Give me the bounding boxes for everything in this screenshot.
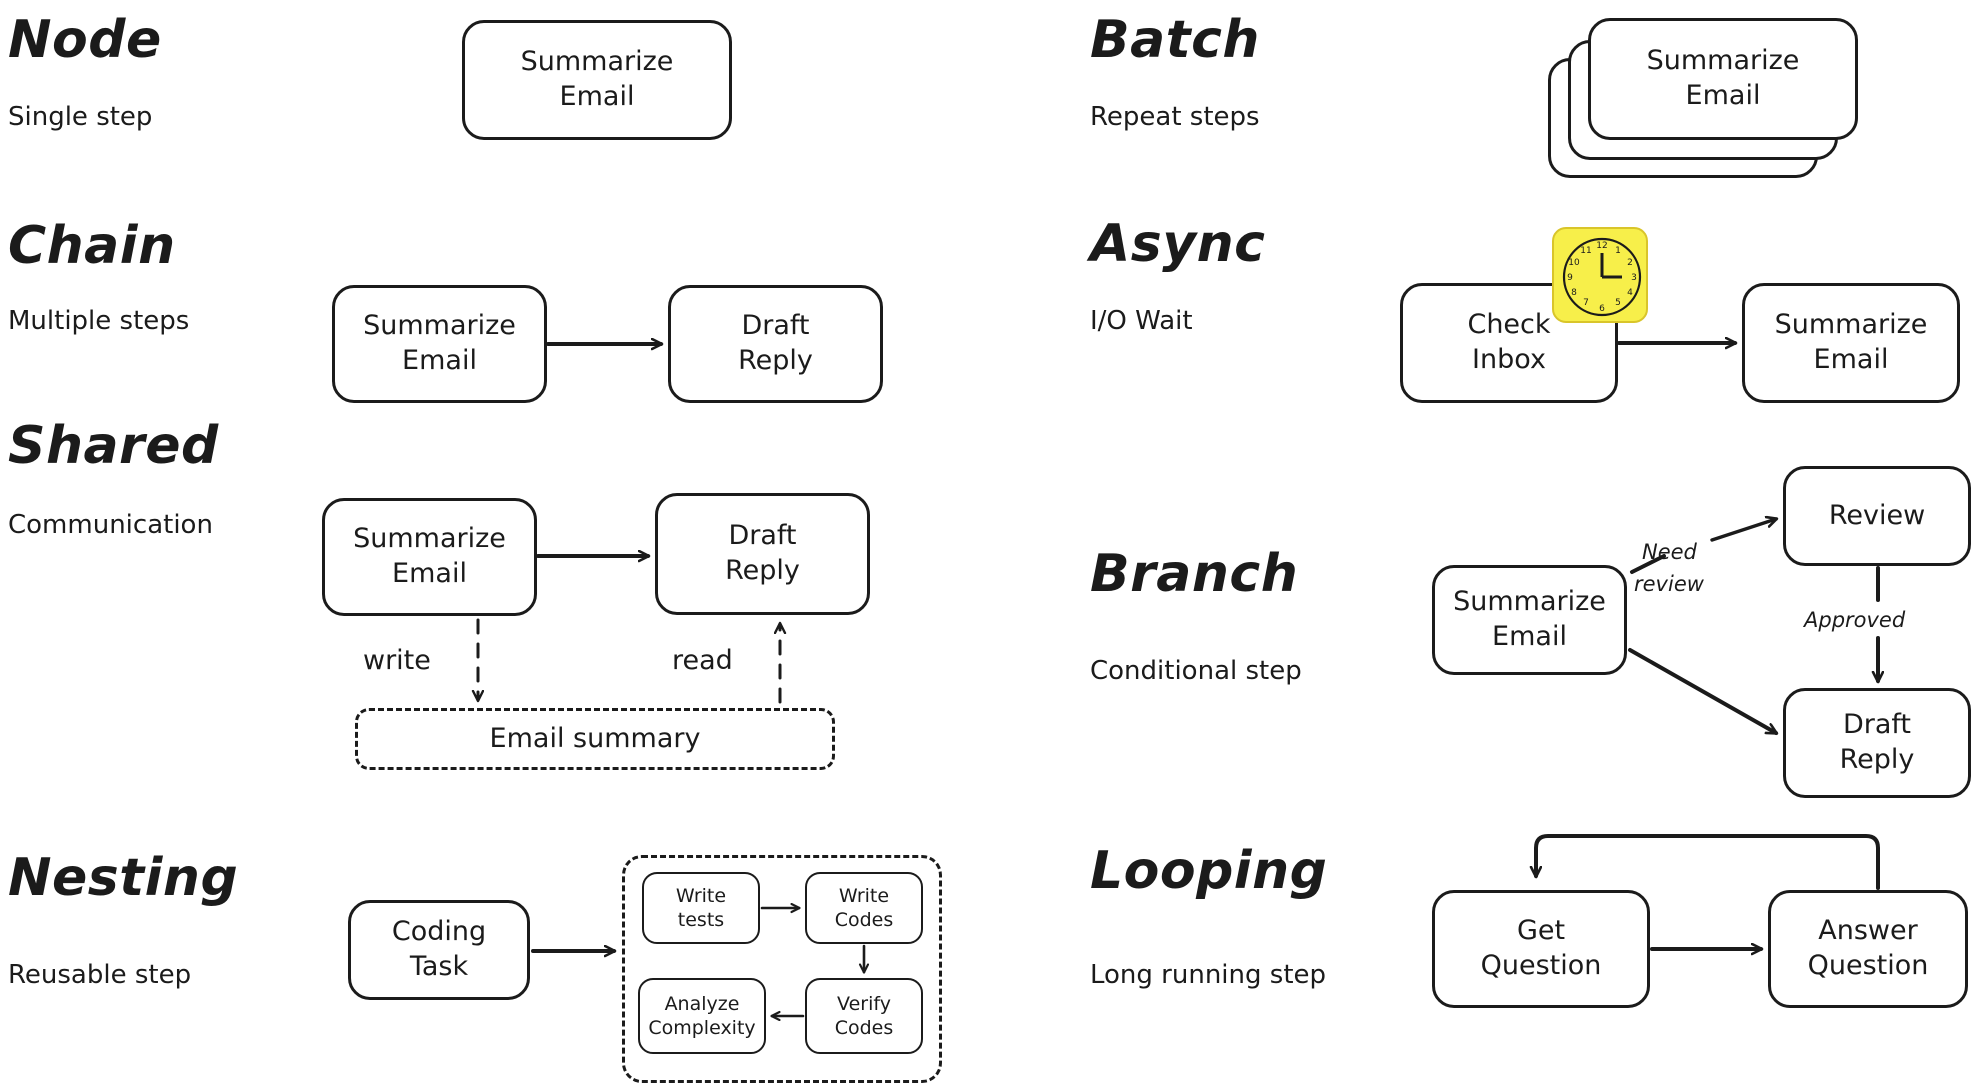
node-label-line1: Summarize xyxy=(363,310,516,342)
node-label-line1: Draft xyxy=(728,520,797,552)
node-label-line1: Email summary xyxy=(489,722,701,754)
node-label-line1: Draft xyxy=(741,310,810,342)
branch-node-draft-reply[interactable]: Draft Reply xyxy=(1783,688,1971,798)
nesting-node-coding-task[interactable]: Coding Task xyxy=(348,900,530,1000)
branch-node-summarize-email[interactable]: Summarize Email xyxy=(1432,565,1627,675)
nesting-node-analyze-complexity[interactable]: Analyze Complexity xyxy=(638,978,766,1054)
shared-store-email-summary[interactable]: Email summary xyxy=(355,708,835,770)
pattern-title-chain: Chain xyxy=(8,216,176,276)
pattern-title-branch: Branch xyxy=(1090,544,1299,604)
pattern-subtitle-async: I/O Wait xyxy=(1090,306,1193,336)
node-label-line2: tests xyxy=(677,909,725,931)
chain-node-draft-reply[interactable]: Draft Reply xyxy=(668,285,883,403)
nesting-node-verify-codes[interactable]: Verify Codes xyxy=(805,978,923,1054)
pattern-subtitle-branch: Conditional step xyxy=(1090,656,1302,686)
node-label-line1: Summarize xyxy=(1453,586,1606,618)
looping-node-answer-question[interactable]: Answer Question xyxy=(1768,890,1968,1008)
node-label-line1: Review xyxy=(1828,499,1926,531)
pattern-subtitle-chain: Multiple steps xyxy=(8,306,190,336)
node-label-line2: Reply xyxy=(738,345,813,376)
pattern-subtitle-node: Single step xyxy=(8,102,153,132)
node-label-line2: Reply xyxy=(1839,744,1915,775)
edge-label-approved: Approved xyxy=(1804,608,1906,632)
async-node-summarize-email[interactable]: Summarize Email xyxy=(1742,283,1960,403)
looping-node-get-question[interactable]: Get Question xyxy=(1432,890,1650,1008)
nesting-subflow-group xyxy=(622,855,942,1083)
node-label-line2: Email xyxy=(402,345,477,376)
node-label-line2: Question xyxy=(1807,950,1929,981)
node-label-line1: Verify xyxy=(837,992,891,1015)
node-label-line1: Check xyxy=(1467,309,1551,341)
pattern-title-node: Node xyxy=(8,10,162,70)
node-label-line1: Summarize xyxy=(1646,45,1800,77)
batch-node-summarize-email[interactable]: Summarize Email xyxy=(1588,18,1858,140)
node-label-line2: Email xyxy=(1813,344,1889,375)
node-label-line2: Task xyxy=(409,951,469,982)
svg-text:5: 5 xyxy=(1615,298,1621,308)
node-label-line2: Codes xyxy=(834,1017,894,1039)
edge-label-write: write xyxy=(363,645,431,676)
chain-node-summarize-email[interactable]: Summarize Email xyxy=(332,285,547,403)
pattern-subtitle-looping: Long running step xyxy=(1090,960,1327,990)
svg-text:10: 10 xyxy=(1568,258,1580,268)
pattern-subtitle-nesting: Reusable step xyxy=(8,960,192,990)
node-label-line2: Complexity xyxy=(648,1017,756,1039)
svg-text:12: 12 xyxy=(1596,241,1607,251)
svg-text:4: 4 xyxy=(1627,288,1633,298)
node-label-line2: Inbox xyxy=(1472,344,1546,375)
branch-node-review[interactable]: Review xyxy=(1783,466,1971,566)
svg-text:8: 8 xyxy=(1571,288,1577,298)
svg-text:9: 9 xyxy=(1567,273,1573,283)
node-label-line1: Summarize xyxy=(520,46,674,78)
pattern-title-shared: Shared xyxy=(8,416,219,476)
node-label-line1: Write xyxy=(675,884,727,907)
pattern-title-nesting: Nesting xyxy=(8,848,239,908)
pattern-title-batch: Batch xyxy=(1090,10,1260,70)
node-label-line1: Write xyxy=(838,884,890,907)
node-label-line1: Coding xyxy=(391,916,487,948)
node-label-line2: Question xyxy=(1480,950,1602,981)
async-node-check-inbox[interactable]: Check Inbox xyxy=(1400,283,1618,403)
nesting-node-write-codes[interactable]: Write Codes xyxy=(805,872,923,944)
pattern-subtitle-batch: Repeat steps xyxy=(1090,102,1260,132)
node-label-line1: Answer xyxy=(1818,915,1918,947)
edge-looping-answer-to-get xyxy=(1536,834,1880,890)
node-label-line1: Get xyxy=(1516,915,1566,947)
node-label-line1: Draft xyxy=(1842,709,1912,741)
svg-text:2: 2 xyxy=(1627,258,1633,268)
node-label-line2: Codes xyxy=(834,909,894,931)
shared-node-draft-reply[interactable]: Draft Reply xyxy=(655,493,870,615)
node-label-line1: Analyze xyxy=(664,992,740,1015)
node-label-line2: Reply xyxy=(725,555,800,586)
edge-label-review: review xyxy=(1634,572,1704,596)
clock-icon: 12 1 2 3 4 5 6 7 8 9 10 11 xyxy=(1552,227,1648,323)
edge-label-read: read xyxy=(672,645,733,676)
node-label-line2: Email xyxy=(1492,621,1567,652)
svg-text:1: 1 xyxy=(1615,246,1621,256)
nesting-node-write-tests[interactable]: Write tests xyxy=(642,872,760,944)
svg-text:7: 7 xyxy=(1583,298,1589,308)
node-summarize-email[interactable]: Summarize Email xyxy=(462,20,732,140)
edge-branch-summarize-to-draft xyxy=(1628,648,1776,735)
svg-text:6: 6 xyxy=(1599,304,1605,314)
node-label-line2: Email xyxy=(392,558,467,589)
svg-text:3: 3 xyxy=(1631,273,1637,283)
svg-text:11: 11 xyxy=(1580,246,1591,256)
pattern-title-async: Async xyxy=(1090,214,1266,274)
node-label-line1: Summarize xyxy=(353,523,506,555)
pattern-title-looping: Looping xyxy=(1090,841,1328,901)
node-label-line1: Summarize xyxy=(1774,309,1928,341)
edge-label-need: Need xyxy=(1642,540,1697,564)
shared-node-summarize-email[interactable]: Summarize Email xyxy=(322,498,537,616)
pattern-subtitle-shared: Communication xyxy=(8,510,213,540)
node-label-line2: Email xyxy=(1685,80,1761,111)
node-label-line2: Email xyxy=(559,81,635,112)
